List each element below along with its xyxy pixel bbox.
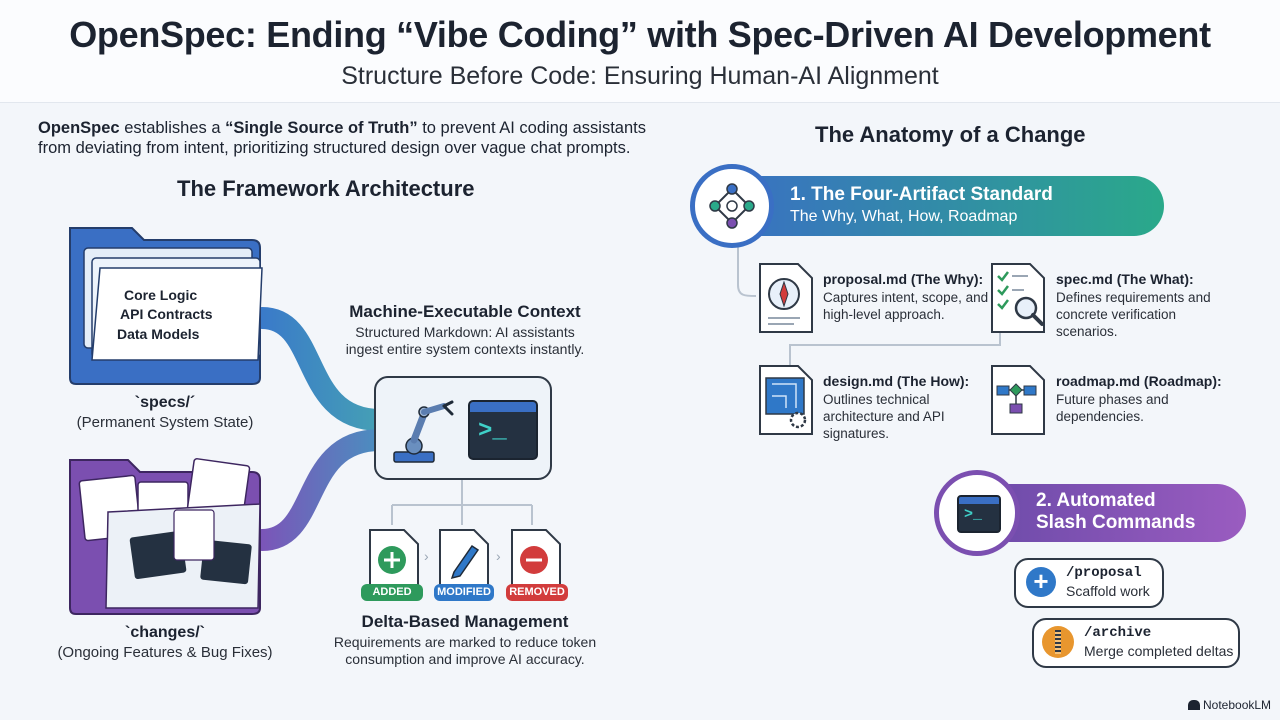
stage2-title-line2: Slash Commands <box>1036 512 1196 533</box>
context-title: Machine-Executable Context <box>349 302 581 321</box>
artifact-proposal-desc-2: high-level approach. <box>823 307 945 322</box>
artifact-design-title: design.md (The How): <box>823 373 970 389</box>
anatomy-heading: The Anatomy of a Change <box>815 122 1086 147</box>
command-archive-desc: Merge completed deltas <box>1084 643 1234 659</box>
stage1-badge <box>690 164 774 248</box>
chevron-right-icon: › <box>424 548 429 564</box>
artifact-design-desc-2: architecture and API <box>823 409 945 424</box>
terminal-icon: >_ <box>957 495 1001 533</box>
artifact-roadmap-desc-2: dependencies. <box>1056 409 1144 424</box>
checklist-magnifier-icon <box>991 263 1045 333</box>
header-band <box>0 0 1280 103</box>
context-desc-line1: Structured Markdown: AI assistants <box>355 324 575 340</box>
intro-text-a: establishes a <box>119 119 226 137</box>
specs-folder-icon <box>69 227 263 385</box>
artifact-roadmap-title: roadmap.md (Roadmap): <box>1056 373 1222 389</box>
stage1-subtitle: The Why, What, How, Roadmap <box>790 208 1018 225</box>
compass-document-icon <box>759 263 813 333</box>
specs-item-api-contracts: API Contracts <box>120 306 213 322</box>
artifact-spec-desc-1: Defines requirements and <box>1056 290 1211 305</box>
command-proposal-desc: Scaffold work <box>1066 583 1150 599</box>
specs-item-data-models: Data Models <box>117 326 200 342</box>
artifact-design-desc-1: Outlines technical <box>823 392 930 407</box>
artifact-roadmap-desc-1: Future phases and <box>1056 392 1169 407</box>
footer-brand: NotebookLM <box>1203 698 1272 712</box>
ai-context-card: >_ <box>374 376 552 480</box>
plus-icon: + <box>1026 567 1056 597</box>
changes-folder-caption: (Ongoing Features & Bug Fixes) <box>57 644 273 661</box>
delta-title: Delta-Based Management <box>361 612 569 631</box>
notebooklm-logo-icon <box>1188 700 1200 710</box>
artifact-design-desc-3: signatures. <box>823 426 890 441</box>
page-title: OpenSpec: Ending “Vibe Coding” with Spec… <box>69 14 1211 55</box>
command-proposal-name: /proposal <box>1066 565 1142 581</box>
network-nodes-icon <box>709 183 755 229</box>
zipper-archive-icon <box>1042 626 1074 658</box>
context-desc-line2: ingest entire system contexts instantly. <box>345 341 585 357</box>
specs-folder-caption: (Permanent System State) <box>76 414 254 431</box>
added-badge: ADDED <box>361 584 423 601</box>
intro-text-b: to prevent AI coding assistants from dev… <box>38 119 646 157</box>
removed-document-icon <box>511 529 561 589</box>
stage2-badge: >_ <box>934 470 1020 556</box>
stage1-title: 1. The Four-Artifact Standard <box>790 184 1053 205</box>
intro-quote: “Single Source of Truth” <box>225 119 418 137</box>
specs-folder-label: `specs/´ <box>134 394 196 411</box>
artifact-proposal-desc-1: Captures intent, scope, and <box>823 290 989 305</box>
delta-desc-line1: Requirements are marked to reduce token <box>333 634 597 650</box>
command-proposal: + /proposal Scaffold work <box>1014 558 1164 608</box>
artifact-spec-desc-2: concrete verification <box>1056 307 1177 322</box>
artifact-spec-desc-3: scenarios. <box>1056 324 1118 339</box>
removed-badge: REMOVED <box>506 584 568 601</box>
stage2-title-line1: 2. Automated <box>1036 490 1156 511</box>
intro-brand: OpenSpec <box>38 119 120 137</box>
command-archive-name: /archive <box>1084 625 1152 641</box>
added-document-icon <box>369 529 419 589</box>
chevron-right-icon: › <box>496 548 501 564</box>
flowchart-icon <box>991 365 1045 435</box>
pencil-document-icon <box>439 529 489 589</box>
robot-arm-icon <box>393 400 454 463</box>
stage1-banner <box>720 176 1164 236</box>
modified-badge: MODIFIED <box>434 584 494 601</box>
terminal-icon: >_ <box>468 400 538 460</box>
command-archive: /archive Merge completed deltas <box>1032 618 1240 668</box>
specs-item-core-logic: Core Logic <box>124 287 198 303</box>
artifact-spec-title: spec.md (The What): <box>1056 271 1194 287</box>
artifact-proposal-title: proposal.md (The Why): <box>823 271 984 287</box>
blueprint-gear-icon <box>759 365 813 435</box>
delta-desc-line2: consumption and improve AI accuracy. <box>345 651 585 667</box>
intro-paragraph: OpenSpec establishes a “Single Source of… <box>38 118 658 158</box>
changes-folder-label: `changes/` <box>124 624 205 641</box>
architecture-heading: The Framework Architecture <box>177 176 475 201</box>
page-subtitle: Structure Before Code: Ensuring Human-AI… <box>341 62 939 90</box>
changes-folder-icon <box>69 458 261 615</box>
